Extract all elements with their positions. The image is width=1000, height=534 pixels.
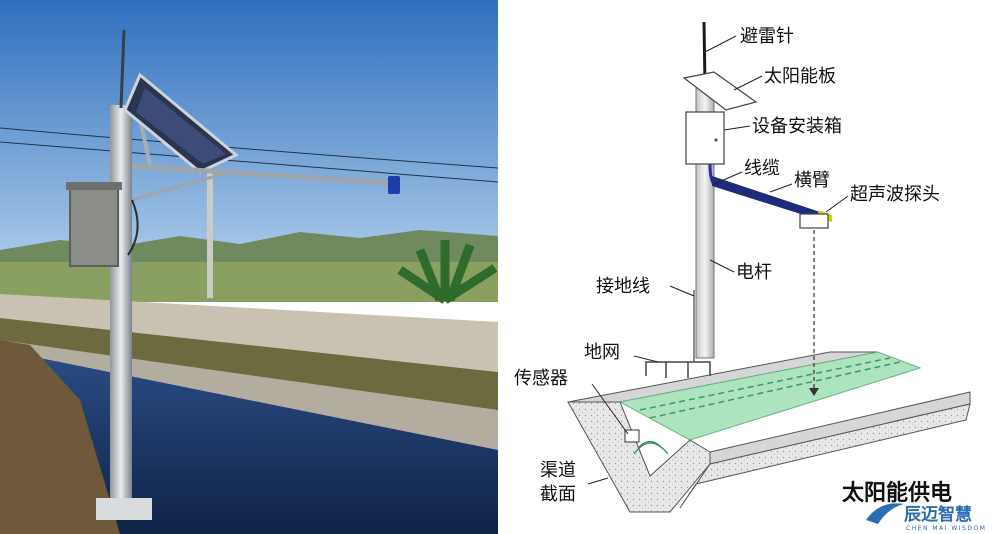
label-channel-section-2: 截面 bbox=[540, 484, 576, 505]
label-lightning-rod: 避雷针 bbox=[740, 26, 794, 47]
lightning-rod bbox=[119, 29, 126, 109]
left-bank bbox=[0, 340, 120, 534]
diagram-title: 太阳能供电 bbox=[842, 480, 952, 506]
signal-wave bbox=[633, 442, 669, 455]
main-pole bbox=[110, 105, 132, 515]
label-cross-arm: 横臂 bbox=[794, 170, 830, 191]
solar-panel bbox=[682, 71, 758, 111]
label-channel-section-1: 渠道 bbox=[540, 460, 576, 481]
label-ground-net: 地网 bbox=[584, 342, 620, 363]
label-ground-wire: 接地线 bbox=[596, 276, 650, 297]
ultrasonic-probe bbox=[388, 176, 400, 194]
leader-lines bbox=[587, 35, 849, 485]
distant-pole bbox=[207, 172, 213, 298]
power-line bbox=[0, 127, 498, 169]
label-solar-panel: 太阳能板 bbox=[764, 66, 836, 87]
ground-net bbox=[645, 361, 711, 378]
photo-illustration bbox=[0, 0, 498, 534]
brand-subtitle: CHEN MAI WISDOM bbox=[906, 525, 986, 532]
label-equipment-box: 设备安装箱 bbox=[752, 116, 842, 137]
label-sensor: 传感器 bbox=[514, 368, 568, 389]
sensor bbox=[624, 429, 640, 443]
solar-panel-cells bbox=[136, 88, 226, 164]
equipment-box bbox=[69, 185, 119, 267]
channel-section bbox=[567, 351, 971, 513]
label-pole: 电杆 bbox=[736, 262, 772, 283]
brand-swoosh-icon bbox=[866, 503, 904, 524]
ultrasonic-probe bbox=[799, 213, 829, 229]
palm-tree bbox=[397, 240, 498, 304]
equipment-box-lid bbox=[66, 182, 122, 190]
arm-brace bbox=[131, 170, 231, 202]
cable bbox=[127, 199, 139, 256]
pole-base bbox=[96, 498, 152, 520]
schematic-diagram: 避雷针 太阳能板 设备安装箱 线缆 横臂 超声波探头 电杆 接地线 地网 传感器… bbox=[500, 0, 1000, 534]
brand-name: 辰迈智慧 bbox=[904, 504, 972, 525]
installation-photo bbox=[0, 0, 498, 534]
cross-arm bbox=[131, 163, 395, 186]
brand-logo: 辰迈智慧 CHEN MAI WISDOM bbox=[866, 503, 986, 532]
channel-water-surface bbox=[618, 351, 922, 441]
label-cable: 线缆 bbox=[744, 158, 780, 179]
cross-arm bbox=[712, 176, 826, 222]
label-ultrasonic-probe: 超声波探头 bbox=[850, 184, 940, 205]
schematic-svg: 避雷针 太阳能板 设备安装箱 线缆 横臂 超声波探头 电杆 接地线 地网 传感器… bbox=[514, 21, 986, 532]
power-line bbox=[0, 141, 498, 183]
equipment-box bbox=[685, 111, 725, 165]
